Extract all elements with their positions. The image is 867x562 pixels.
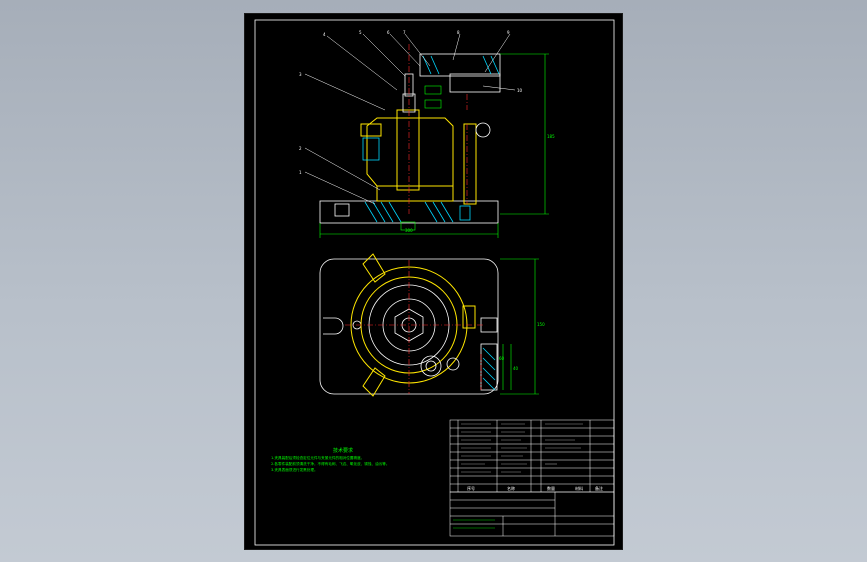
balloon-10: 10 <box>517 88 523 93</box>
col-seq: 序号 <box>467 485 475 491</box>
col-note: 备注 <box>595 485 603 491</box>
balloon-1: 1 <box>299 170 302 175</box>
top-view <box>319 253 499 397</box>
balloon-6: 6 <box>387 30 390 35</box>
col-name: 名称 <box>507 485 515 491</box>
balloon-7: 7 <box>403 30 406 35</box>
col-mat: 材料 <box>575 485 583 491</box>
part-balloons <box>304 33 516 205</box>
front-view <box>319 44 501 231</box>
drawing-sheet[interactable]: 300 185 1 2 3 <box>244 13 623 550</box>
col-qty: 数量 <box>547 485 555 491</box>
balloon-9: 9 <box>507 30 510 35</box>
balloon-5: 5 <box>359 30 362 35</box>
technical-notes: 技术要求 1.夹具装配后须检查定位元件与夹紧元件的相对位置精度。 2.各零件装配… <box>271 447 389 472</box>
clamp-bolt <box>420 355 442 377</box>
front-dimensions: 300 185 <box>319 53 555 238</box>
parts-list <box>449 419 615 537</box>
dim-height: 185 <box>547 134 555 139</box>
top-clamp <box>419 53 501 77</box>
svg-text:60: 60 <box>499 356 505 361</box>
fixture-body <box>366 117 454 187</box>
balloon-4: 4 <box>323 32 326 37</box>
top-dimensions: 150 40 60 <box>499 258 545 395</box>
tech-line-2: 2.各零件装配前须清洗干净，不得有毛刺、飞边、氧化皮、锈蚀、油污等。 <box>271 461 389 466</box>
tech-line-1: 1.夹具装配后须检查定位元件与夹紧元件的相对位置精度。 <box>271 455 364 460</box>
dim-width: 300 <box>405 228 413 233</box>
balloon-3: 3 <box>299 72 302 77</box>
tech-title: 技术要求 <box>333 447 353 454</box>
dim-top-height: 150 <box>537 322 545 327</box>
svg-text:40: 40 <box>513 366 519 371</box>
balloon-8: 8 <box>457 30 460 35</box>
balloon-2: 2 <box>299 146 302 151</box>
drawing-frame <box>254 19 615 546</box>
cad-drawing: 300 185 1 2 3 <box>254 19 615 546</box>
tech-line-3: 3.夹具表面须进行发黑处理。 <box>271 467 318 472</box>
